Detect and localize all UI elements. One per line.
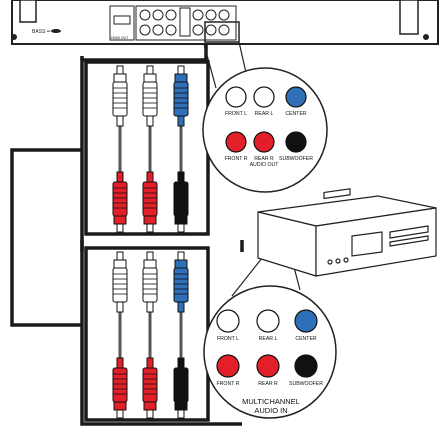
receiver-multichannel-in-callout: FRONT L REAR L CENTER FRONT R REAR R SUBWOOFE… bbox=[203, 285, 337, 419]
receiver-callout-jack-label-5: SUBWOOFER bbox=[289, 381, 323, 387]
receiver-callout-jack-label-2: CENTER bbox=[295, 336, 317, 342]
player-callout-jack-5 bbox=[285, 131, 307, 153]
receiver-caption-line1: MULTICHANNEL bbox=[242, 397, 300, 406]
player-callout-jack-3 bbox=[225, 131, 247, 153]
player-rear-panel: BASS ═ HDMI OUT bbox=[11, 0, 439, 45]
player-callout-jack-0 bbox=[225, 86, 247, 108]
bundle-top-plug-bottom-1 bbox=[142, 171, 158, 233]
player-jack-grid bbox=[135, 5, 237, 41]
bundle-bottom-plug-bottom-0 bbox=[112, 357, 128, 419]
bundle-bottom-plug-top-1 bbox=[142, 251, 158, 313]
receiver-callout-jack-5 bbox=[294, 354, 318, 378]
player-callout-jack-label-1: REAR L bbox=[255, 111, 274, 117]
receiver-callout-jack-3 bbox=[216, 354, 240, 378]
bundle-top-plug-bottom-2 bbox=[173, 171, 189, 233]
receiver-callout-jack-2 bbox=[294, 309, 318, 333]
bundle-bottom-plug-bottom-2 bbox=[173, 357, 189, 419]
receiver-callout-jack-label-4: REAR R bbox=[258, 381, 278, 387]
receiver-caption-line2: AUDIO IN bbox=[254, 406, 287, 415]
bundle-top-plug-bottom-0 bbox=[112, 171, 128, 233]
receiver-callout-jack-label-0: FRONT L bbox=[217, 336, 239, 342]
receiver-callout-jack-0 bbox=[216, 309, 240, 333]
receiver-callout-jack-4 bbox=[256, 354, 280, 378]
rca-cable-bundle-top bbox=[84, 60, 210, 236]
player-callout-jack-label-0: FRONT L bbox=[225, 111, 247, 117]
av-receiver bbox=[257, 188, 437, 277]
player-small-label: BASS ═ bbox=[32, 29, 51, 35]
bundle-bottom-plug-top-2 bbox=[173, 251, 189, 313]
cable-wires bbox=[10, 44, 244, 426]
receiver-callout-jack-label-1: REAR L bbox=[259, 336, 278, 342]
bundle-top-plug-top-2 bbox=[173, 65, 189, 127]
player-callout-jack-2 bbox=[285, 86, 307, 108]
bundle-top-plug-top-1 bbox=[142, 65, 158, 127]
player-panel-label: HDMI OUT bbox=[111, 36, 129, 40]
receiver-callout-jack-1 bbox=[256, 309, 280, 333]
bundle-bottom-plug-bottom-1 bbox=[142, 357, 158, 419]
player-callout-jack-label-3: FRONT R bbox=[225, 156, 248, 162]
receiver-callout-jack-label-3: FRONT R bbox=[217, 381, 240, 387]
player-callout-jack-1 bbox=[253, 86, 275, 108]
bundle-top-plug-top-0 bbox=[112, 65, 128, 127]
player-callout-jack-label-2: CENTER bbox=[285, 111, 307, 117]
player-callout-jack-label-5: SUBWOOFER bbox=[279, 156, 313, 162]
bundle-bottom-plug-top-0 bbox=[112, 251, 128, 313]
player-callout-jack-4 bbox=[253, 131, 275, 153]
rca-cable-bundle-bottom bbox=[84, 246, 210, 422]
